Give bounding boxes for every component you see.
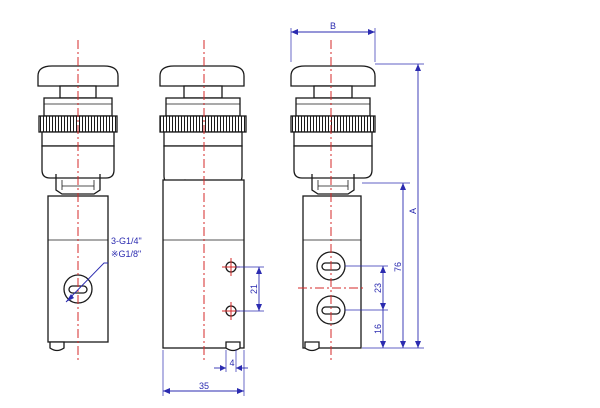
rear-body <box>302 195 362 349</box>
rear-foot <box>304 341 320 352</box>
side-foot <box>225 341 241 352</box>
side-lower-collar <box>163 131 243 147</box>
rear-neck <box>293 145 373 179</box>
rear-lower-collar <box>293 131 373 147</box>
port-leader-line <box>65 262 108 303</box>
front-foot <box>49 341 65 352</box>
dim-b-label: B <box>330 21 336 31</box>
side-view <box>159 40 247 362</box>
side-knurled-ring <box>159 115 247 133</box>
side-mushroom-cap <box>159 65 245 87</box>
side-stem <box>183 85 223 99</box>
rear-dimensions <box>290 28 424 349</box>
rear-upper-collar <box>295 97 371 117</box>
side-neck <box>163 145 243 185</box>
dim-21-label: 21 <box>249 284 259 294</box>
rear-clip <box>311 174 355 195</box>
rear-mushroom-cap <box>290 65 376 87</box>
dim-35-label: 35 <box>199 381 209 391</box>
front-view <box>37 40 119 362</box>
dim-4-label: 4 <box>229 358 234 368</box>
rear-stem <box>313 85 353 99</box>
side-dimensions <box>162 266 264 396</box>
rear-knurled-ring <box>290 115 376 133</box>
port-thread-label-1: 3-G1/4" <box>111 236 142 246</box>
dim-23-label: 23 <box>373 283 383 293</box>
dim-16-label: 16 <box>373 324 383 334</box>
port-thread-label-2: ※G1/8" <box>111 249 141 259</box>
side-upper-collar <box>165 97 241 117</box>
rear-view <box>290 40 376 362</box>
dim-a-label: A <box>408 208 418 214</box>
dim-76-label: 76 <box>393 262 403 272</box>
